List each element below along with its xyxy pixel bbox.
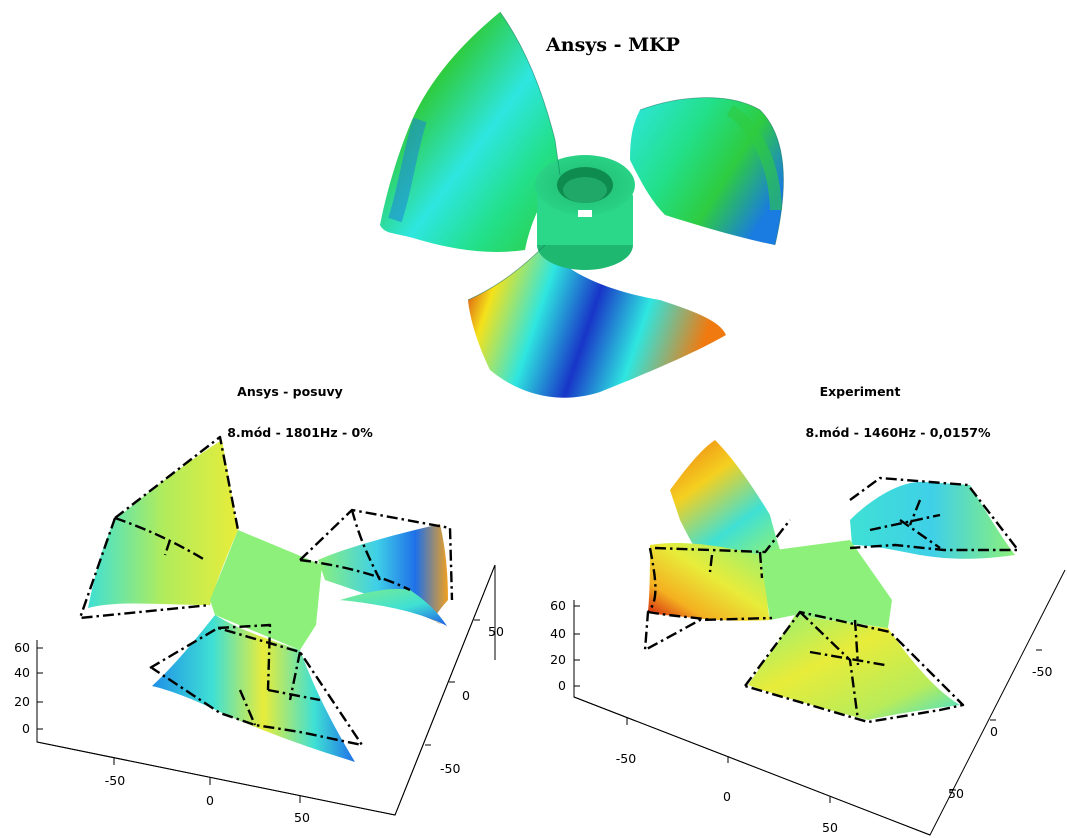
right-title: Experiment (820, 384, 901, 399)
left-z-tick-60: 60 (14, 640, 30, 655)
left-y-tick-0: 0 (462, 688, 470, 703)
left-title: Ansys - posuvy (237, 384, 343, 399)
left-blade-upper-left (88, 440, 238, 608)
right-blade-left-low (648, 543, 770, 621)
left-x-tick-50: 50 (294, 810, 310, 825)
right-surfaces (648, 440, 1015, 720)
right-subtitle: 8.mód - 1460Hz - 0,0157% (805, 425, 991, 440)
left-y-tick-neg50: -50 (440, 761, 460, 776)
fem-outlines (467, 11, 784, 301)
left-x-tick-0: 0 (206, 793, 214, 808)
right-axes: 60 40 20 0 -50 0 50 -50 0 50 (550, 569, 1066, 836)
right-mode-lines (643, 476, 1020, 724)
right-z-tick-40: 40 (550, 626, 566, 641)
left-y-axis: 50 0 -50 (425, 619, 504, 776)
left-panel: Ansys - posuvy 8.mód - 1801Hz - 0% 60 40… (14, 384, 504, 825)
right-blade-upper-right (850, 481, 1015, 559)
right-x-tick-0: 0 (723, 789, 731, 804)
right-panel: Experiment 8.mód - 1460Hz - 0,0157% 60 4… (550, 384, 1066, 836)
left-z-axis: 60 40 20 0 (14, 640, 43, 736)
right-x-tick-50: 50 (822, 820, 838, 835)
right-x-axis: -50 0 50 (616, 718, 838, 835)
fem-propeller (380, 12, 784, 398)
left-z-tick-40: 40 (14, 665, 30, 680)
right-y-tick-50: 50 (948, 786, 964, 801)
right-y-tick-0: 0 (990, 724, 998, 739)
right-y-axis: -50 0 50 (948, 649, 1052, 801)
left-axes: 60 40 20 0 -50 0 50 50 0 -50 (14, 564, 504, 825)
right-z-tick-0: 0 (558, 678, 566, 693)
left-hub-patch (210, 530, 322, 650)
left-surfaces (88, 440, 448, 762)
blade-upper-right (630, 97, 784, 245)
left-subtitle: 8.mód - 1801Hz - 0% (227, 425, 373, 440)
left-mode-lines (78, 435, 454, 747)
left-blade-lower-right (310, 589, 447, 626)
left-z-tick-0: 0 (22, 721, 30, 736)
right-blade-bottom (748, 615, 960, 720)
right-y-tick-neg50: -50 (1032, 664, 1052, 679)
left-blade-bottom (152, 615, 355, 762)
left-x-axis: -50 0 50 (105, 758, 310, 825)
blade-bottom (468, 245, 726, 398)
left-y-tick-50: 50 (488, 624, 504, 639)
main-title: Ansys - MKP (545, 34, 680, 56)
right-z-axis: 60 40 20 0 (550, 598, 580, 693)
left-z-tick-20: 20 (14, 694, 30, 709)
right-z-tick-20: 20 (550, 652, 566, 667)
right-hub-patch (760, 540, 892, 628)
blade-upper-left (380, 12, 560, 252)
hub-keyway (578, 210, 592, 217)
left-x-tick-neg50: -50 (105, 773, 125, 788)
right-x-tick-neg50: -50 (616, 751, 636, 766)
right-z-tick-60: 60 (550, 598, 566, 613)
